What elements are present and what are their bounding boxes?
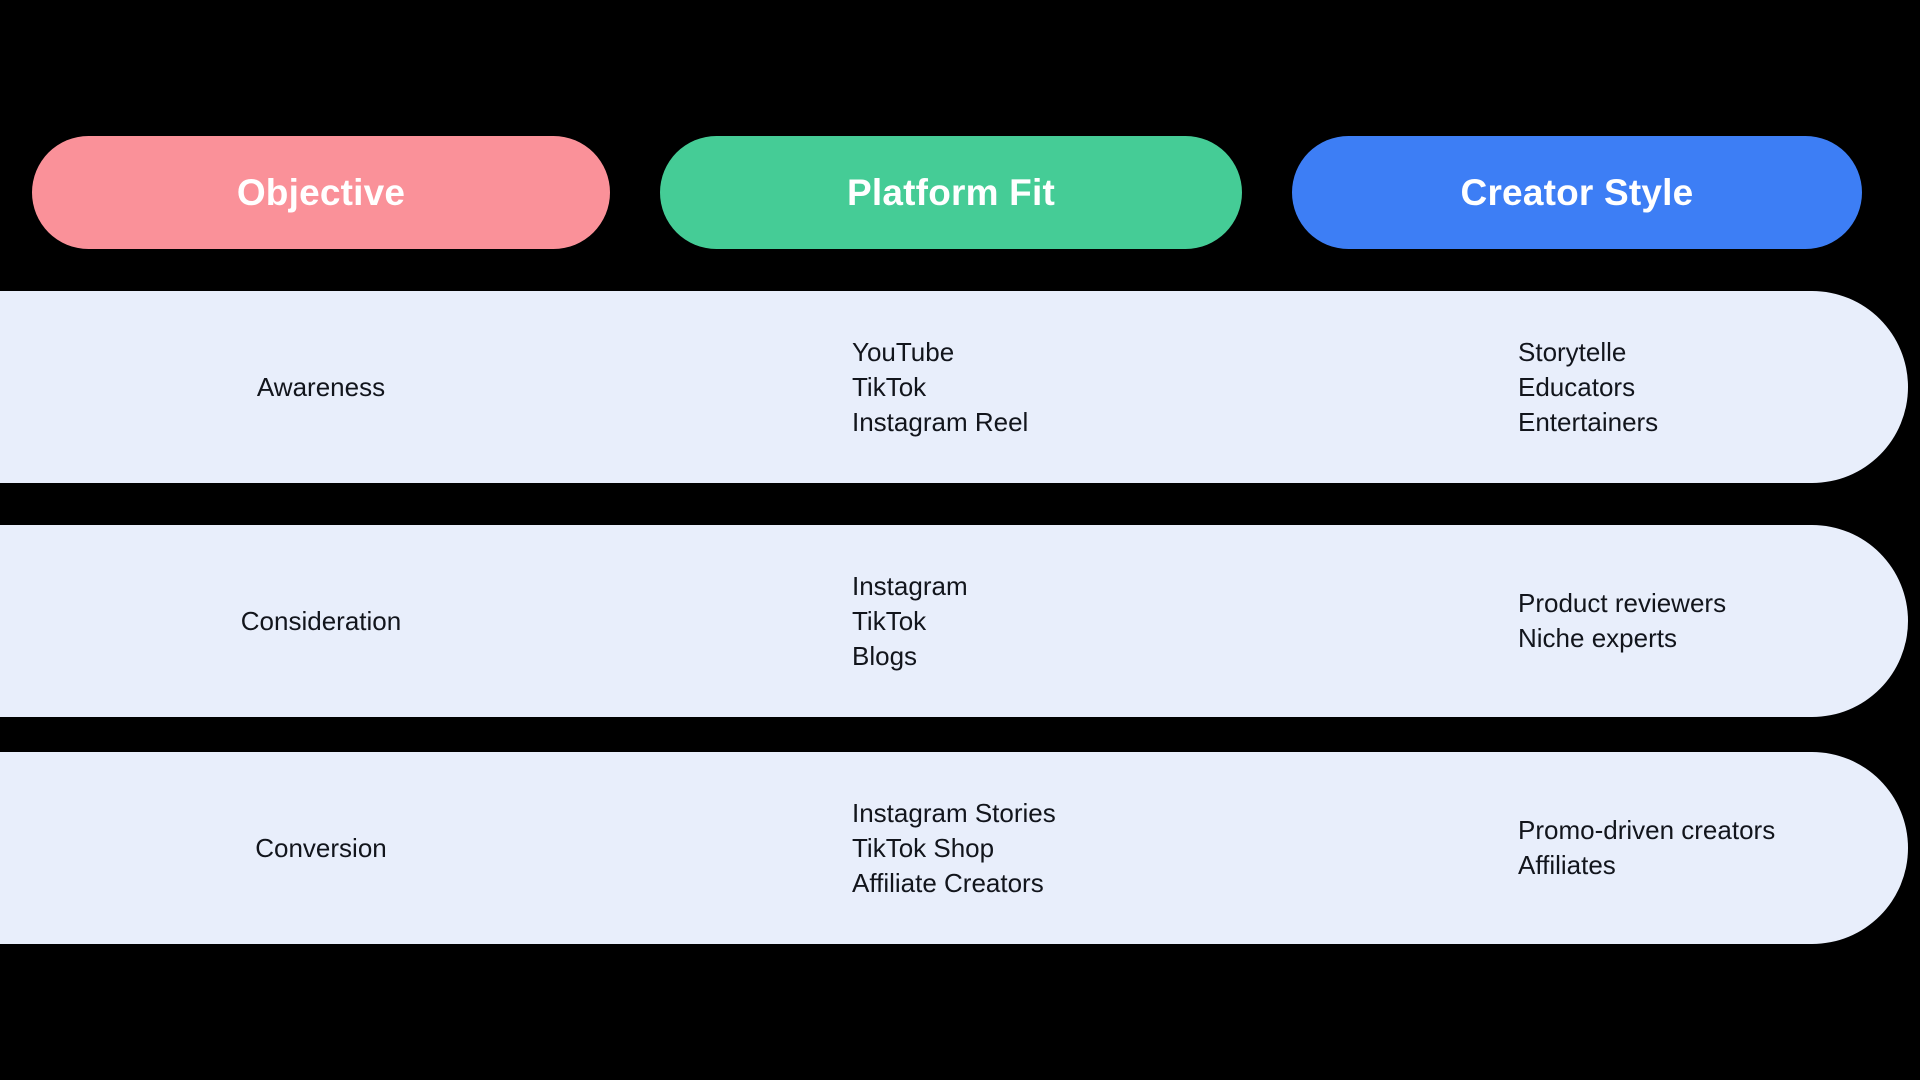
objective-label: Awareness (256, 371, 386, 402)
platform-item: Instagram Reel (852, 406, 1029, 437)
platform-item: Blogs (852, 640, 918, 671)
platform-item: Instagram Stories (852, 797, 1056, 828)
objective-label: Consideration (240, 605, 402, 636)
creator-item: Promo-driven creators (1518, 815, 1776, 845)
platform-item: Instagram (852, 570, 968, 601)
creator-item: Educators (1518, 371, 1636, 402)
cell-platform-fit: YouTube TikTok Instagram Reel (852, 291, 1272, 483)
creator-item: Niche experts (1518, 623, 1677, 653)
cell-creator-style: Promo-driven creators Affiliates (1518, 752, 1898, 944)
objective-label: Conversion (255, 832, 387, 863)
cell-objective: Awareness (32, 291, 610, 483)
header-row: Objective Platform Fit Creator Style (0, 136, 1920, 249)
cell-objective: Conversion (32, 752, 610, 944)
platform-item: Affiliate Creators (852, 867, 1044, 898)
platform-item: TikTok Shop (852, 832, 995, 863)
creator-item: Product reviewers (1518, 588, 1727, 618)
header-pill-platform-fit[interactable]: Platform Fit (660, 136, 1242, 249)
platform-item: TikTok (852, 605, 927, 636)
platform-item: TikTok (852, 371, 927, 402)
header-pill-creator-style[interactable]: Creator Style (1292, 136, 1862, 249)
matrix-row: Awareness YouTube TikTok Instagram Reel … (0, 291, 1908, 483)
creator-item: Entertainers (1518, 406, 1659, 437)
header-pill-platform-fit-label: Platform Fit (847, 172, 1055, 213)
header-pill-creator-style-label: Creator Style (1460, 172, 1694, 213)
cell-creator-style: Storytelle Educators Entertainers (1518, 291, 1898, 483)
platform-item: YouTube (852, 336, 955, 367)
cell-objective: Consideration (32, 525, 610, 717)
cell-platform-fit: Instagram TikTok Blogs (852, 525, 1272, 717)
matrix-row: Conversion Instagram Stories TikTok Shop… (0, 752, 1908, 944)
header-pill-objective[interactable]: Objective (32, 136, 610, 249)
creator-item: Storytelle (1518, 336, 1627, 367)
matrix-row: Consideration Instagram TikTok Blogs Pro… (0, 525, 1908, 717)
creator-item: Affiliates (1518, 850, 1616, 880)
cell-platform-fit: Instagram Stories TikTok Shop Affiliate … (852, 752, 1272, 944)
cell-creator-style: Product reviewers Niche experts (1518, 525, 1898, 717)
header-pill-objective-label: Objective (236, 172, 406, 213)
